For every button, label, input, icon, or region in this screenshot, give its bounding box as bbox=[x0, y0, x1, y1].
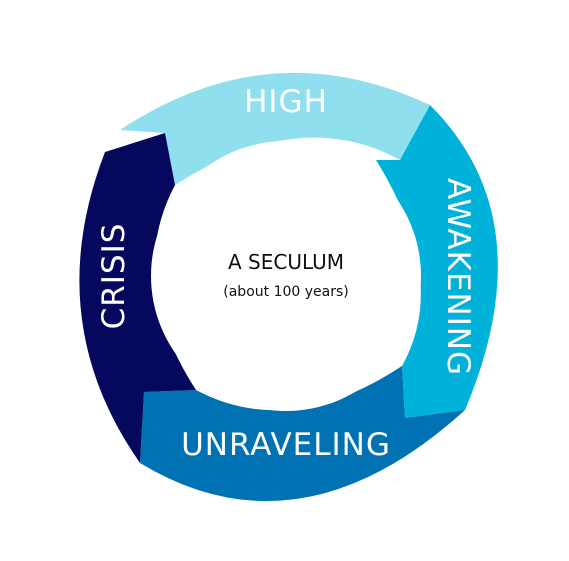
label-awakening: AWAKENING bbox=[440, 178, 476, 376]
label-high: HIGH bbox=[244, 84, 328, 120]
label-crisis: CRISIS bbox=[96, 223, 132, 330]
segment-unraveling bbox=[140, 366, 465, 502]
center-subtitle: (about 100 years) bbox=[223, 284, 348, 300]
label-unraveling: UNRAVELING bbox=[181, 427, 391, 463]
segment-awakening bbox=[376, 105, 498, 418]
segment-crisis bbox=[79, 133, 196, 463]
center-circle bbox=[151, 141, 421, 411]
segment-high bbox=[120, 72, 430, 185]
center-title: A SECULUM bbox=[228, 250, 344, 274]
